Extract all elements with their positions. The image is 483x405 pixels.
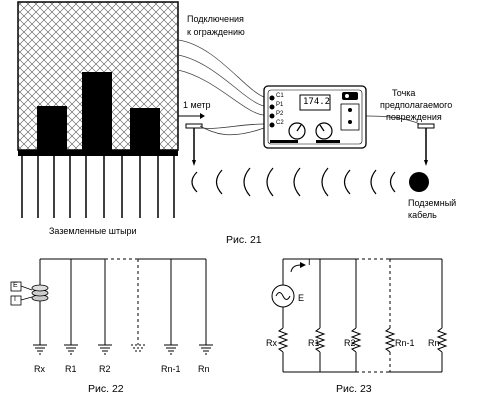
fig23-resistor-rn-1: Rn-1 <box>395 338 415 348</box>
fence-connection-label-1: Подключения <box>187 14 244 24</box>
fig22-caption: Рис. 22 <box>88 383 124 395</box>
fig23-caption: Рис. 23 <box>336 383 372 395</box>
fig22-resistor-rx: Rx <box>34 364 45 374</box>
earth-tester <box>263 85 367 149</box>
distance-arrow <box>178 113 205 119</box>
ground-rods <box>21 156 175 218</box>
probe-leads <box>199 115 421 136</box>
terminal-c2: C2 <box>276 120 284 126</box>
cable-label-1: Подземный <box>408 198 457 208</box>
fig22-terminal-i: I <box>14 296 16 303</box>
tester-display-value: 174.2 <box>303 97 331 107</box>
probe-near-fence <box>185 123 203 166</box>
fig22-resistor-rn-1: Rn-1 <box>161 364 181 374</box>
fig22-terminal-e: E <box>13 282 18 289</box>
fig22-resistor-r2: R2 <box>99 364 111 374</box>
signal-arcs <box>191 167 396 197</box>
ground-blocks <box>18 72 178 156</box>
fault-point-label-3: повреждения <box>386 112 442 122</box>
current-arrowhead <box>300 262 306 268</box>
terminal-p1: P1 <box>276 102 284 108</box>
fault-point-label-2: предполагаемого <box>380 100 453 110</box>
fig23-source-label: E <box>298 293 305 303</box>
fig23-resistor-rx: Rx <box>266 338 277 348</box>
fence-leads <box>177 39 265 116</box>
fig23-resistor-r2: R2 <box>344 338 356 348</box>
fault-point-label-1: Точка <box>392 88 416 98</box>
fig22-resistor-rn: Rn <box>198 364 210 374</box>
terminal-p2: P2 <box>276 111 284 117</box>
fig22-circuit <box>39 258 207 345</box>
cable-label-2: кабель <box>408 210 437 220</box>
fig23-current-label: I <box>308 257 311 267</box>
distance-label: 1 метр <box>183 100 211 110</box>
terminal-c1: C1 <box>276 93 284 99</box>
underground-cable <box>409 172 429 192</box>
probe-fault-point <box>417 123 435 166</box>
fig22-grounds <box>33 344 213 355</box>
fig23-resistor-r1: R1 <box>308 338 320 348</box>
ground-rods-label: Заземленные штыри <box>49 226 137 236</box>
fig22-resistor-r1: R1 <box>65 364 77 374</box>
fig23-circuit <box>271 258 448 373</box>
fig21-caption: Рис. 21 <box>226 234 262 246</box>
fence-connection-label-2: к ограждению <box>187 27 245 37</box>
clamp-meter <box>10 281 49 306</box>
fig23-resistor-rn: Rn <box>428 338 440 348</box>
